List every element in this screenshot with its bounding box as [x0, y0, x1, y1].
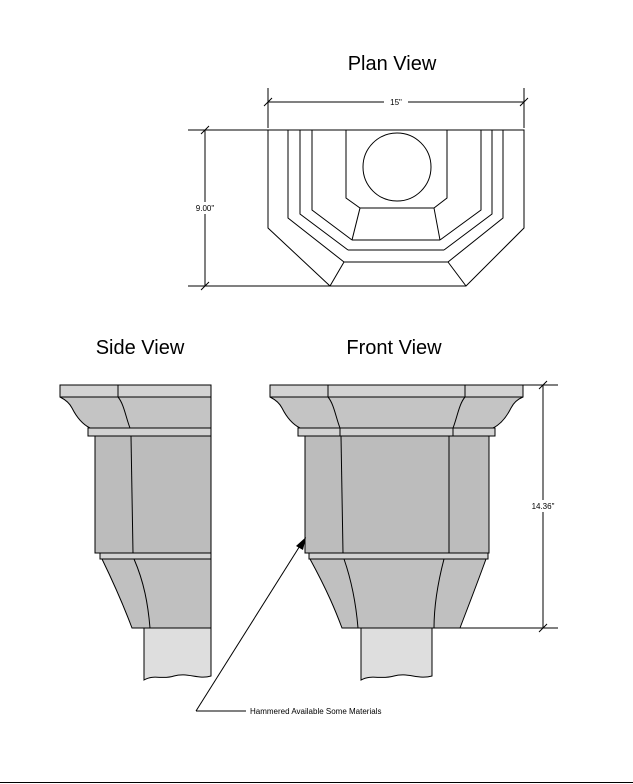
- note-text: Hammered Available Some Materials: [250, 707, 381, 716]
- front-view: Front View 14.36": [269, 337, 560, 681]
- front-band-lower: [308, 552, 489, 560]
- plan-depth-label: 9.00": [196, 204, 215, 213]
- plan-depth-dimension: 9.00": [188, 125, 330, 291]
- plan-outlet-hole: [362, 132, 432, 202]
- side-view-title: Side View: [96, 337, 185, 359]
- side-molding: [59, 396, 212, 429]
- note-leader-line: [195, 540, 304, 712]
- hammered-note: Hammered Available Some Materials: [195, 537, 381, 716]
- front-pipe: [360, 627, 433, 681]
- front-cap: [269, 384, 524, 398]
- side-taper: [101, 558, 212, 629]
- plan-width-dimension: 15": [263, 88, 529, 128]
- side-pipe: [143, 627, 212, 681]
- side-band-lower: [99, 552, 212, 560]
- plan-view-title: Plan View: [348, 53, 437, 75]
- front-body: [304, 435, 490, 554]
- front-view-title: Front View: [346, 337, 442, 359]
- front-molding: [269, 396, 524, 429]
- side-view: Side View: [59, 337, 212, 681]
- plan-view: Plan View 15" 9.00": [188, 53, 529, 291]
- side-cap: [59, 384, 212, 398]
- side-band-upper: [87, 427, 212, 437]
- front-band-upper: [297, 427, 496, 437]
- front-height-dimension: 14.36": [432, 380, 560, 633]
- note-leader-arrowhead: [296, 537, 306, 550]
- side-body: [94, 435, 212, 554]
- plan-outline: [267, 129, 525, 287]
- plan-width-label: 15": [390, 98, 402, 107]
- front-taper: [309, 558, 487, 629]
- front-height-label: 14.36": [532, 502, 555, 511]
